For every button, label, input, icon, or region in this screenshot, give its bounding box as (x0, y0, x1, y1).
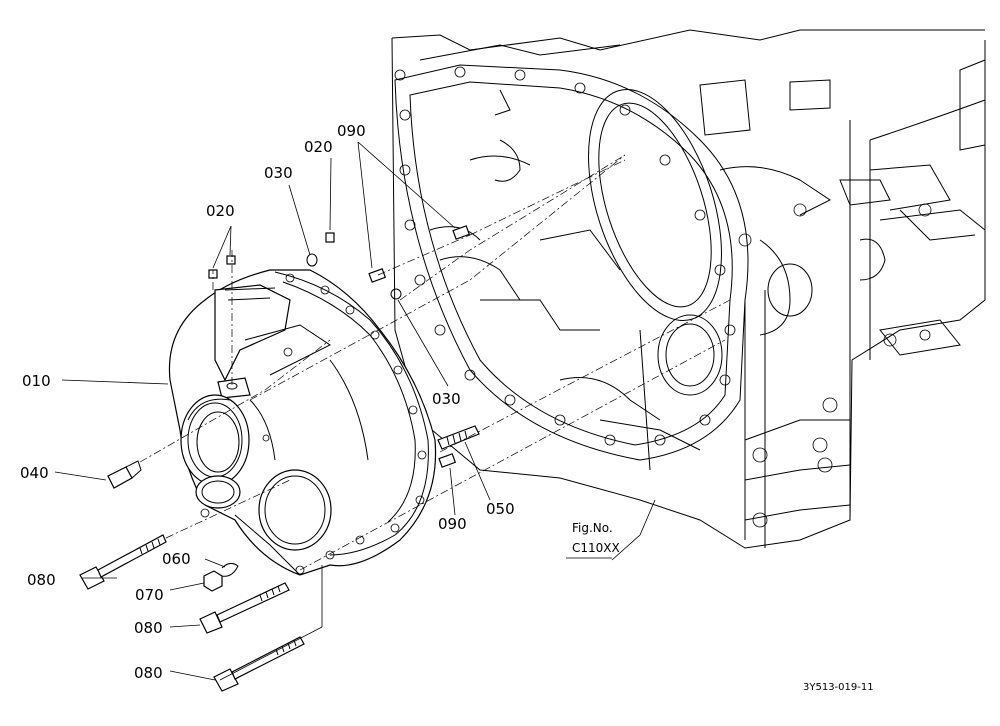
fig-label: Fig.No. (572, 521, 613, 535)
housing-bolt-holes (200, 273, 427, 575)
transmission-case-drawing (391, 29, 986, 549)
flywheel-housing (168, 269, 437, 576)
case-bolt-holes (394, 66, 932, 528)
small-parts (79, 225, 480, 692)
callout-090-bottom: 090 (438, 515, 467, 533)
figure-reference: Fig.No. C110XX 3Y513-019-11 (566, 521, 874, 693)
assembly-centerlines (139, 154, 731, 571)
callout-020-right: 020 (304, 138, 333, 156)
callout-010: 010 (22, 372, 51, 390)
fig-number: C110XX (572, 541, 620, 555)
callout-070: 070 (135, 586, 164, 604)
callout-080-bottom: 080 (134, 664, 163, 682)
callout-labels: 010 020 030 020 090 030 040 050 090 060 … (20, 122, 515, 682)
drawing-code: 3Y513-019-11 (803, 682, 874, 693)
callout-080-top: 080 (27, 571, 56, 589)
callout-030-right: 030 (432, 390, 461, 408)
leader-lines (54, 141, 656, 681)
callout-020-left: 020 (206, 202, 235, 220)
callout-060: 060 (162, 550, 191, 568)
callout-040: 040 (20, 464, 49, 482)
callout-030-top: 030 (264, 164, 293, 182)
callout-050: 050 (486, 500, 515, 518)
callout-080-middle: 080 (134, 619, 163, 637)
callout-090-top: 090 (337, 122, 366, 140)
